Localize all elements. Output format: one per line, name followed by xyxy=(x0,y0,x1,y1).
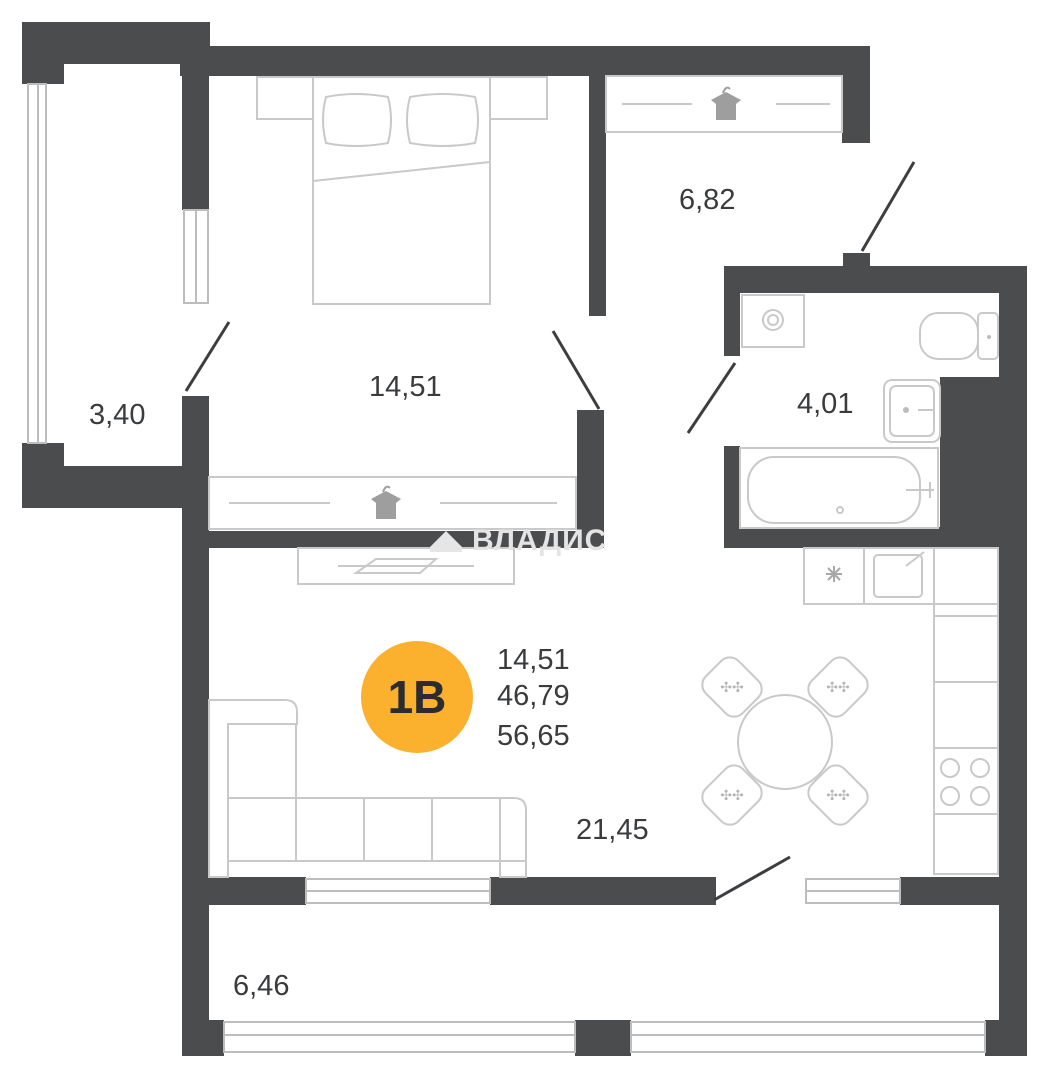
hanger-icon xyxy=(711,86,741,120)
boiler-icon xyxy=(741,294,805,348)
stove-icon xyxy=(940,758,990,806)
apartment-badge xyxy=(361,641,473,753)
svg-text:✣✣: ✣✣ xyxy=(720,679,744,695)
tv-icon xyxy=(297,547,515,585)
snowflake-icon xyxy=(826,566,842,582)
windows xyxy=(27,83,986,1053)
room-area-loggia-bottom: 6,46 xyxy=(233,970,289,1002)
dining-chair-icon: ✣✣ xyxy=(701,764,763,826)
room-area-hall: 6,82 xyxy=(679,184,735,216)
toilet-icon xyxy=(919,312,999,360)
dining-set: ✣✣ ✣✣ ✣✣ ✣✣ xyxy=(701,656,869,826)
summary-living-area: 14,51 xyxy=(497,644,570,676)
summary-living-total-area: 46,79 xyxy=(497,680,570,712)
bed xyxy=(256,76,548,305)
bathtub-icon xyxy=(739,447,939,529)
svg-text:✣✣: ✣✣ xyxy=(826,679,850,695)
doors xyxy=(184,161,916,902)
sofa-icon xyxy=(208,699,527,878)
dining-chair-icon: ✣✣ xyxy=(807,656,869,718)
apartment-type-label: 1B xyxy=(388,671,447,723)
walls xyxy=(22,22,1027,1056)
sink-icon xyxy=(883,379,941,443)
room-area-kitchen-living: 21,45 xyxy=(576,814,649,846)
bathroom-fixtures xyxy=(739,294,999,529)
summary-total-area: 56,65 xyxy=(497,720,570,752)
wardrobe-bedroom xyxy=(208,476,577,530)
kitchen-sink-icon xyxy=(873,551,925,598)
svg-text:✣✣: ✣✣ xyxy=(720,787,744,803)
wardrobe-hall xyxy=(605,75,843,133)
dining-chair-icon: ✣✣ xyxy=(807,764,869,826)
room-area-loggia-left: 3,40 xyxy=(89,399,145,431)
watermark: ВЛАДИС xyxy=(430,524,607,557)
room-area-bedroom: 14,51 xyxy=(369,371,442,403)
room-area-bathroom: 4,01 xyxy=(797,388,853,420)
watermark-text: ВЛАДИС xyxy=(472,524,607,557)
kitchen-counter xyxy=(803,547,999,875)
dining-chair-icon: ✣✣ xyxy=(701,656,763,718)
hanger-icon xyxy=(371,485,401,519)
svg-text:✣✣: ✣✣ xyxy=(826,787,850,803)
